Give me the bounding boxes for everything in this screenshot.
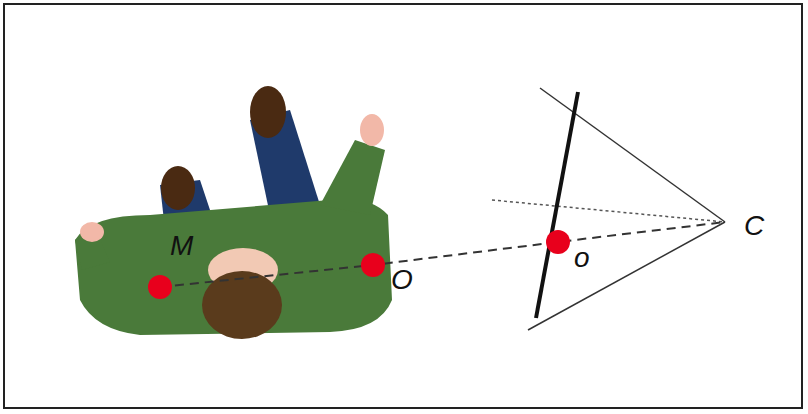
person-figure	[75, 86, 392, 339]
point-marker	[546, 230, 570, 254]
point-marker	[361, 253, 385, 277]
point-label: O	[391, 266, 413, 294]
frame-border	[4, 4, 802, 408]
camera-frustum	[492, 88, 725, 330]
image-plane	[536, 92, 578, 318]
point-label: o	[574, 244, 590, 272]
point-marker	[148, 275, 172, 299]
point-label: M	[170, 232, 193, 260]
camera-center-label: C	[744, 212, 764, 240]
projection-ray	[160, 222, 725, 287]
